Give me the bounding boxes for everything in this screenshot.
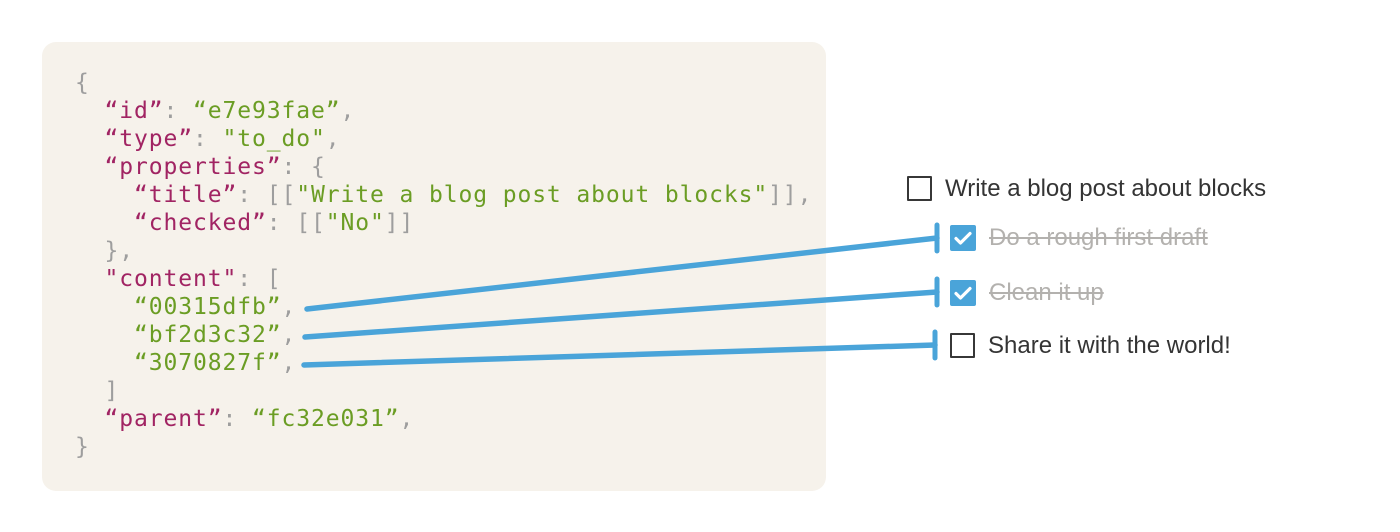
todo-item: Clean it up — [950, 279, 1104, 306]
code-segment-string: "No" — [325, 210, 385, 236]
code-segment-punct: : — [163, 98, 193, 124]
code-segment-punct: { — [75, 70, 90, 96]
code-segment-key: "content" — [104, 266, 238, 292]
code-segment-punct — [75, 322, 134, 348]
code-segment-punct: : [[ — [237, 182, 297, 208]
todo-item: Write a blog post about blocks — [907, 175, 1266, 202]
json-code-block: { “id”: “e7e93fae”, “type”: "to_do", “pr… — [42, 42, 826, 491]
code-line: { — [75, 69, 808, 97]
code-segment-punct: : [ — [237, 266, 282, 292]
todo-item-label: Write a blog post about blocks — [945, 174, 1267, 202]
code-line: “properties”: { — [75, 153, 808, 181]
code-segment-string: "to_do" — [222, 126, 326, 152]
code-segment-key: “parent” — [104, 406, 223, 432]
code-segment-punct — [75, 154, 105, 180]
code-segment-punct: , — [325, 126, 341, 152]
code-segment-punct — [75, 266, 105, 292]
code-segment-punct: , — [281, 322, 297, 348]
code-segment-string: “3070827f” — [134, 350, 282, 376]
todo-item-label: Clean it up — [989, 278, 1104, 306]
code-segment-punct: ] — [75, 378, 120, 404]
code-segment-punct: , — [281, 294, 297, 320]
code-line: “3070827f”, — [75, 349, 808, 377]
code-segment-punct: }, — [75, 238, 134, 264]
code-segment-string: “00315dfb” — [134, 294, 282, 320]
code-line: “00315dfb”, — [75, 293, 808, 321]
code-segment-punct: : { — [281, 154, 326, 180]
code-line: }, — [75, 237, 808, 265]
todo-item: Share it with the world! — [950, 332, 1231, 359]
code-segment-punct: , — [399, 406, 415, 432]
code-segment-punct — [75, 126, 105, 152]
todo-item-label: Do a rough first draft — [989, 223, 1208, 251]
code-content: { “id”: “e7e93fae”, “type”: "to_do", “pr… — [75, 69, 812, 461]
code-line: } — [75, 433, 808, 461]
code-segment-punct: , — [281, 350, 297, 376]
todo-item-label: Share it with the world! — [988, 331, 1231, 359]
code-segment-key: “title” — [134, 182, 238, 208]
checkbox-unchecked[interactable] — [907, 176, 932, 201]
code-segment-key: “checked” — [134, 210, 267, 236]
code-line: “title”: [["Write a blog post about bloc… — [75, 181, 812, 209]
checkmark-icon — [954, 286, 972, 300]
code-segment-punct — [75, 406, 105, 432]
code-segment-punct: : — [192, 126, 223, 152]
code-line: "content": [ — [75, 265, 808, 293]
code-line: “type”: "to_do", — [75, 125, 808, 153]
code-segment-string: “fc32e031” — [251, 406, 400, 432]
code-segment-punct: ]] — [384, 210, 415, 236]
code-segment-key: “properties” — [104, 154, 282, 180]
code-segment-key: “id” — [104, 98, 164, 124]
todo-item: Do a rough first draft — [950, 224, 1208, 251]
code-segment-string: “e7e93fae” — [193, 98, 341, 124]
code-segment-punct — [75, 294, 134, 320]
code-segment-punct: : [[ — [266, 210, 326, 236]
code-line: “bf2d3c32”, — [75, 321, 808, 349]
code-segment-punct — [75, 182, 134, 208]
code-segment-punct — [75, 350, 134, 376]
checkbox-checked[interactable] — [950, 224, 976, 251]
code-segment-punct: } — [75, 434, 90, 460]
checkbox-unchecked[interactable] — [950, 333, 975, 358]
code-segment-punct — [75, 98, 105, 124]
code-segment-key: “type” — [104, 126, 193, 152]
code-segment-string: "Write a blog post about blocks" — [296, 182, 769, 208]
code-line: “parent”: “fc32e031”, — [75, 405, 808, 433]
code-line: ] — [75, 377, 808, 405]
checkmark-icon — [954, 231, 972, 245]
code-segment-string: “bf2d3c32” — [134, 322, 282, 348]
code-segment-punct: ]], — [768, 182, 813, 208]
code-segment-punct: : — [222, 406, 252, 432]
code-line: “checked”: [["No"]] — [75, 209, 808, 237]
code-segment-punct — [75, 210, 134, 236]
code-segment-punct: , — [340, 98, 356, 124]
checkbox-checked[interactable] — [950, 279, 976, 306]
code-line: “id”: “e7e93fae”, — [75, 97, 808, 125]
